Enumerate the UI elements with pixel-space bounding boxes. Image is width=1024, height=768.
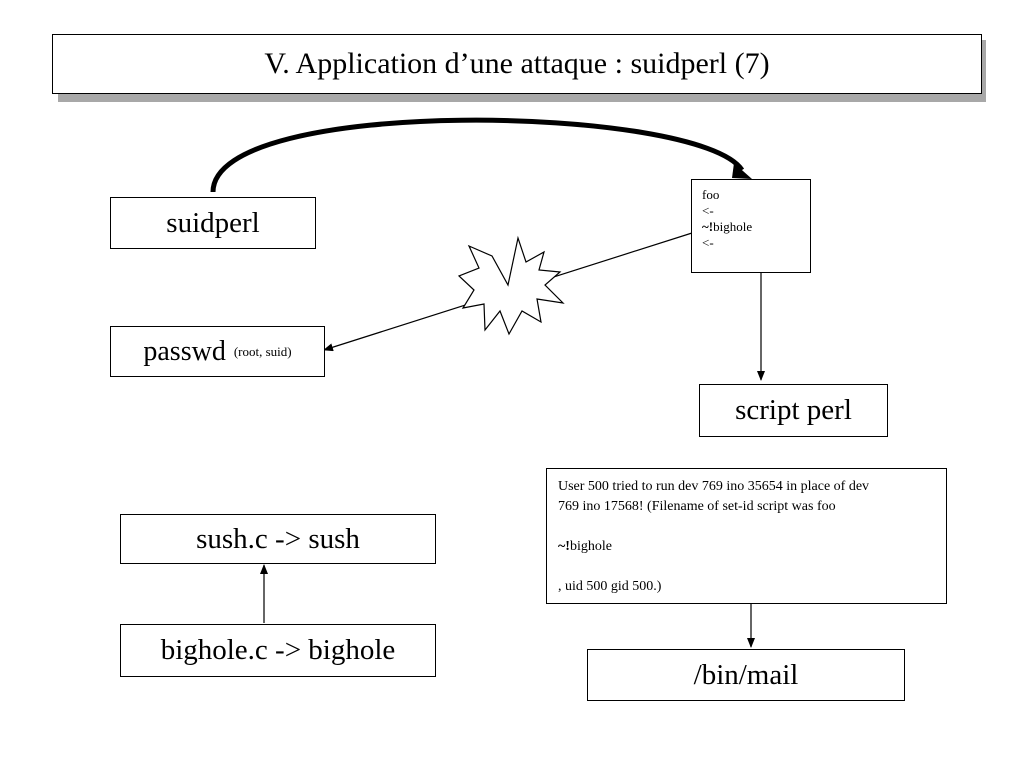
file-box: foo <- ~!bighole <-	[691, 179, 811, 273]
script-perl-label: script perl	[735, 394, 852, 426]
page-title: V. Application d’une attaque : suidperl …	[52, 34, 982, 94]
log-line-1: User 500 tried to run dev 769 ino 35654 …	[558, 479, 870, 494]
suidperl-box: suidperl	[110, 197, 316, 249]
arc-arrowhead	[732, 163, 752, 179]
sush-box: sush.c -> sush	[120, 514, 436, 564]
sush-label: sush.c -> sush	[196, 522, 360, 555]
log-line-2: 769 ino 17568! (Filename of set-id scrip…	[558, 499, 836, 514]
arc-suidperl-to-file	[210, 117, 745, 193]
log-tilde-bang: ~!	[558, 539, 570, 554]
file-line-arrow-1: <-	[702, 203, 714, 218]
log-line-4: , uid 500 gid 500.)	[558, 579, 662, 594]
script-perl-box: script perl	[699, 384, 888, 437]
bin-mail-label: /bin/mail	[693, 658, 799, 691]
burst-icon	[457, 235, 565, 336]
log-bighole-text: bighole	[569, 539, 612, 554]
passwd-label: passwd	[143, 335, 226, 367]
file-line-bighole: ~!bighole	[702, 219, 800, 235]
file-line-arrow-2: <-	[702, 235, 714, 250]
suidperl-label: suidperl	[166, 206, 260, 239]
log-line-3: ~!bighole	[558, 537, 935, 557]
bighole-text: bighole	[713, 219, 753, 234]
bighole-label: bighole.c -> bighole	[160, 634, 396, 666]
tilde-bang: ~!	[702, 219, 714, 234]
bighole-box: bighole.c -> bighole	[120, 624, 436, 677]
file-line-foo: foo	[702, 187, 720, 202]
log-box: User 500 tried to run dev 769 ino 35654 …	[546, 468, 947, 604]
passwd-note: (root, suid)	[233, 343, 292, 359]
bin-mail-box: /bin/mail	[587, 649, 905, 701]
passwd-box: passwd (root, suid)	[110, 326, 325, 377]
